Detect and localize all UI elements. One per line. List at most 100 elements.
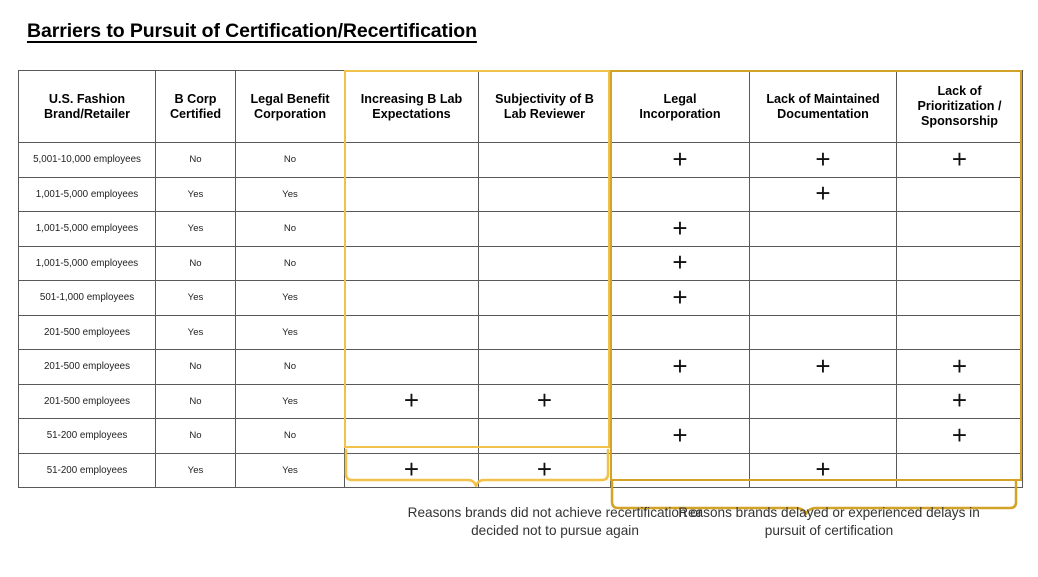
- cell-bcorp: No: [155, 418, 236, 454]
- cell-mark-subject: [478, 280, 611, 316]
- plus-mark-icon: +: [672, 419, 688, 450]
- cell-mark-docs: [749, 314, 897, 350]
- plus-mark-icon: +: [536, 385, 553, 416]
- cell-mark-docs: [749, 418, 897, 454]
- plus-mark-icon: +: [815, 350, 831, 381]
- plus-mark-icon: +: [951, 419, 968, 450]
- cell-mark-expect: +: [344, 452, 479, 488]
- cell-bcorp: Yes: [155, 280, 236, 316]
- cell-mark-subject: [478, 245, 611, 281]
- cell-bcorp: Yes: [155, 314, 236, 350]
- cell-mark-priority: [896, 211, 1023, 247]
- cell-mark-legalinc: [610, 383, 750, 419]
- plus-mark-icon: +: [403, 454, 420, 485]
- cell-mark-legalinc: +: [610, 349, 750, 385]
- cell-bcorp: No: [155, 245, 236, 281]
- cell-mark-priority: [896, 176, 1023, 212]
- caption-recertification-barriers: Reasons brands did not achieve recertifi…: [407, 505, 703, 539]
- plus-mark-icon: +: [672, 212, 688, 243]
- cell-mark-priority: [896, 280, 1023, 316]
- cell-mark-subject: [478, 349, 611, 385]
- cell-legalbc: No: [235, 349, 345, 385]
- cell-brand: 51-200 employees: [18, 418, 156, 454]
- cell-mark-priority: +: [896, 349, 1023, 385]
- cell-legalbc: Yes: [235, 452, 345, 488]
- cell-mark-docs: [749, 245, 897, 281]
- cell-brand: 501-1,000 employees: [18, 280, 156, 316]
- cell-brand: 201-500 employees: [18, 314, 156, 350]
- page-title: Barriers to Pursuit of Certification/Rec…: [27, 20, 477, 42]
- plus-mark-icon: +: [672, 143, 688, 174]
- cell-mark-priority: +: [896, 418, 1023, 454]
- cell-mark-priority: [896, 314, 1023, 350]
- plus-mark-icon: +: [672, 247, 688, 278]
- cell-bcorp: Yes: [155, 452, 236, 488]
- cell-mark-legalinc: [610, 452, 750, 488]
- cell-legalbc: Yes: [235, 176, 345, 212]
- cell-mark-expect: [344, 349, 479, 385]
- cell-mark-expect: [344, 280, 479, 316]
- cell-mark-subject: [478, 211, 611, 247]
- cell-mark-legalinc: +: [610, 211, 750, 247]
- cell-bcorp: Yes: [155, 176, 236, 212]
- cell-legalbc: No: [235, 211, 345, 247]
- cell-brand: 1,001-5,000 employees: [18, 176, 156, 212]
- cell-bcorp: No: [155, 349, 236, 385]
- bracket-left-icon: [344, 448, 610, 488]
- cell-mark-docs: [749, 211, 897, 247]
- cell-mark-priority: +: [896, 383, 1023, 419]
- plus-mark-icon: +: [403, 385, 420, 416]
- cell-brand: 5,001-10,000 employees: [18, 142, 156, 178]
- cell-mark-docs: +: [749, 176, 897, 212]
- cell-mark-legalinc: +: [610, 418, 750, 454]
- cell-mark-subject: +: [478, 383, 611, 419]
- cell-mark-subject: [478, 314, 611, 350]
- cell-legalbc: Yes: [235, 383, 345, 419]
- cell-legalbc: Yes: [235, 314, 345, 350]
- plus-mark-icon: +: [672, 281, 688, 312]
- cell-mark-docs: +: [749, 349, 897, 385]
- cell-mark-expect: [344, 211, 479, 247]
- plus-mark-icon: +: [951, 350, 968, 381]
- cell-mark-subject: [478, 176, 611, 212]
- cell-mark-docs: [749, 383, 897, 419]
- cell-bcorp: No: [155, 142, 236, 178]
- cell-mark-subject: [478, 142, 611, 178]
- cell-brand: 201-500 employees: [18, 349, 156, 385]
- cell-brand: 51-200 employees: [18, 452, 156, 488]
- cell-mark-legalinc: +: [610, 245, 750, 281]
- plus-mark-icon: +: [815, 454, 831, 485]
- cell-mark-expect: [344, 314, 479, 350]
- cell-mark-subject: +: [478, 452, 611, 488]
- cell-mark-expect: [344, 176, 479, 212]
- cell-legalbc: No: [235, 245, 345, 281]
- cell-mark-docs: +: [749, 142, 897, 178]
- cell-legalbc: No: [235, 418, 345, 454]
- cell-legalbc: Yes: [235, 280, 345, 316]
- plus-mark-icon: +: [815, 178, 831, 209]
- cell-mark-legalinc: [610, 176, 750, 212]
- cell-mark-expect: +: [344, 383, 479, 419]
- plus-mark-icon: +: [815, 143, 831, 174]
- cell-brand: 1,001-5,000 employees: [18, 211, 156, 247]
- cell-mark-legalinc: +: [610, 142, 750, 178]
- cell-mark-expect: [344, 142, 479, 178]
